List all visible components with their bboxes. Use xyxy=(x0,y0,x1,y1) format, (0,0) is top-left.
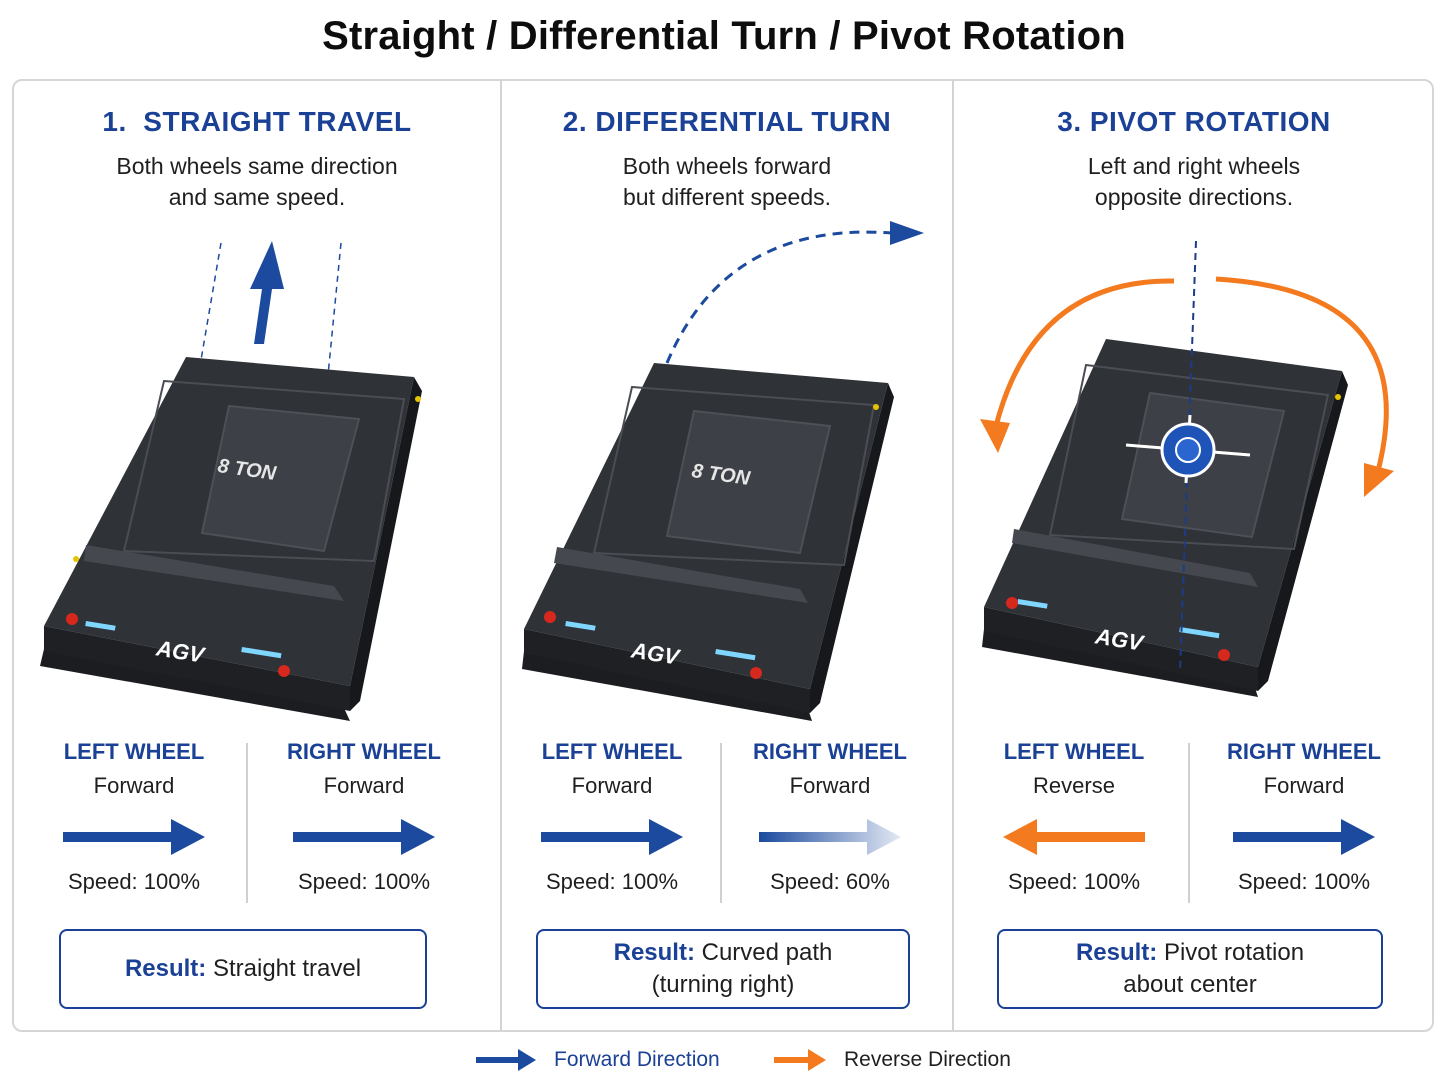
panel-divider-2 xyxy=(952,81,954,1030)
wheel-divider xyxy=(720,743,722,903)
forward-arrow-icon xyxy=(63,819,205,855)
result-text: Pivot rotation xyxy=(1163,939,1305,966)
pivot-center-target-icon xyxy=(1125,414,1251,484)
agv-illustration-differential: 8 TON AGV xyxy=(522,221,924,721)
result-key: Result: xyxy=(613,939,695,966)
panel-differential-turn: 2. DIFFERENTIAL TURN Both wheels forward… xyxy=(502,81,952,1030)
wheel-speed: Speed: 100% xyxy=(67,869,201,894)
wheel-speed: Speed: 100% xyxy=(1007,869,1141,894)
forward-arrow-icon xyxy=(541,819,683,855)
desc-line: Left and right wheels xyxy=(1087,153,1301,179)
wheel-direction: Forward xyxy=(93,773,175,798)
result-text: about center xyxy=(1123,971,1257,998)
panel-description: Left and right wheels opposite direction… xyxy=(954,151,1434,213)
diagram-frame xyxy=(12,79,1434,1032)
left-wheel-info: LEFT WHEEL Reverse Speed: 100% xyxy=(974,739,1174,895)
wheel-direction: Reverse xyxy=(1033,773,1115,798)
desc-line: but different speeds. xyxy=(623,184,831,210)
wheel-speed: Speed: 100% xyxy=(1237,869,1371,894)
forward-legend-arrow-icon xyxy=(476,1049,536,1071)
main-title: Straight / Differential Turn / Pivot Rot… xyxy=(322,14,1126,58)
left-wheel-info: LEFT WHEEL Forward Speed: 100% xyxy=(34,739,234,895)
result-box: Result: Pivot rotation about center xyxy=(997,929,1383,1009)
curved-path xyxy=(665,230,893,364)
result-key: Result: xyxy=(1075,939,1158,966)
result-text: Curved path xyxy=(701,939,833,966)
reverse-arrow-icon xyxy=(1003,819,1145,855)
wheel-label: RIGHT WHEEL xyxy=(1227,739,1381,764)
forward-arrow-icon xyxy=(1233,819,1375,855)
wheel-label: RIGHT WHEEL xyxy=(287,739,441,764)
result-box: Result: Straight travel xyxy=(59,929,427,1009)
wheel-direction: Forward xyxy=(571,773,653,798)
wheel-divider xyxy=(246,743,248,903)
legend-forward: Forward Direction xyxy=(474,1044,720,1076)
wheel-label: RIGHT WHEEL xyxy=(753,739,907,764)
agv-illustration-pivot: AGV xyxy=(980,240,1394,697)
wheel-direction: Forward xyxy=(1263,773,1345,798)
reverse-rotation-arc-left xyxy=(993,278,1175,427)
left-wheel-info: LEFT WHEEL Forward Speed: 100% xyxy=(512,739,712,895)
wheel-label: LEFT WHEEL xyxy=(63,739,205,764)
wheel-speed: Speed: 60% xyxy=(770,869,890,894)
legend-reverse-label: Reverse Direction xyxy=(844,1048,1011,1071)
agv-body: AGV xyxy=(982,339,1348,697)
reverse-rotation-arrowhead-left xyxy=(980,419,1010,453)
curved-path-arrowhead xyxy=(890,221,924,245)
reverse-rotation-arc-right xyxy=(1215,276,1389,472)
desc-line: and same speed. xyxy=(168,184,346,210)
reverse-rotation-arrowhead-right xyxy=(1364,463,1394,497)
wheel-direction: Forward xyxy=(323,773,405,798)
panel-title: 3. PIVOT ROTATION xyxy=(1057,106,1331,137)
reverse-legend-arrow-icon xyxy=(774,1049,826,1071)
wheel-speed: Speed: 100% xyxy=(297,869,431,894)
result-box: Result: Curved path (turning right) xyxy=(536,929,910,1009)
faded-forward-arrow-icon xyxy=(759,819,901,855)
panel-description: Both wheels same direction and same spee… xyxy=(14,151,500,213)
right-wheel-info: RIGHT WHEEL Forward Speed: 100% xyxy=(1204,739,1404,895)
forward-arrow-icon xyxy=(293,819,435,855)
forward-direction-arrow xyxy=(250,241,284,344)
right-wheel-info: RIGHT WHEEL Forward Speed: 60% xyxy=(730,739,930,895)
agv-illustration-straight: 8 TON AGV xyxy=(40,241,422,721)
panel-divider-1 xyxy=(500,81,502,1030)
legend-reverse: Reverse Direction xyxy=(772,1044,1011,1076)
panel-title: 1. STRAIGHT TRAVEL xyxy=(102,106,412,137)
wheel-divider xyxy=(1188,743,1190,903)
desc-line: Both wheels same direction xyxy=(116,153,398,179)
agv-body: 8 TON AGV xyxy=(40,357,422,721)
wheel-label: LEFT WHEEL xyxy=(541,739,683,764)
agv-body: 8 TON AGV xyxy=(522,363,894,721)
result-key: Result: xyxy=(124,955,207,982)
wheel-label: LEFT WHEEL xyxy=(1003,739,1145,764)
legend-forward-label: Forward Direction xyxy=(554,1048,720,1071)
result-text: Straight travel xyxy=(212,955,362,982)
desc-line: opposite directions. xyxy=(1094,184,1294,210)
wheel-speed: Speed: 100% xyxy=(545,869,679,894)
result-text: (turning right) xyxy=(651,971,795,998)
panel-title: 2. DIFFERENTIAL TURN xyxy=(562,106,892,137)
panel-straight-travel: 1. STRAIGHT TRAVEL Both wheels same dire… xyxy=(14,81,500,1030)
panel-pivot-rotation: 3. PIVOT ROTATION Left and right wheels … xyxy=(954,81,1434,1030)
desc-line: Both wheels forward xyxy=(622,153,832,179)
right-wheel-info: RIGHT WHEEL Forward Speed: 100% xyxy=(264,739,464,895)
wheel-direction: Forward xyxy=(789,773,871,798)
panel-description: Both wheels forward but different speeds… xyxy=(502,151,952,213)
